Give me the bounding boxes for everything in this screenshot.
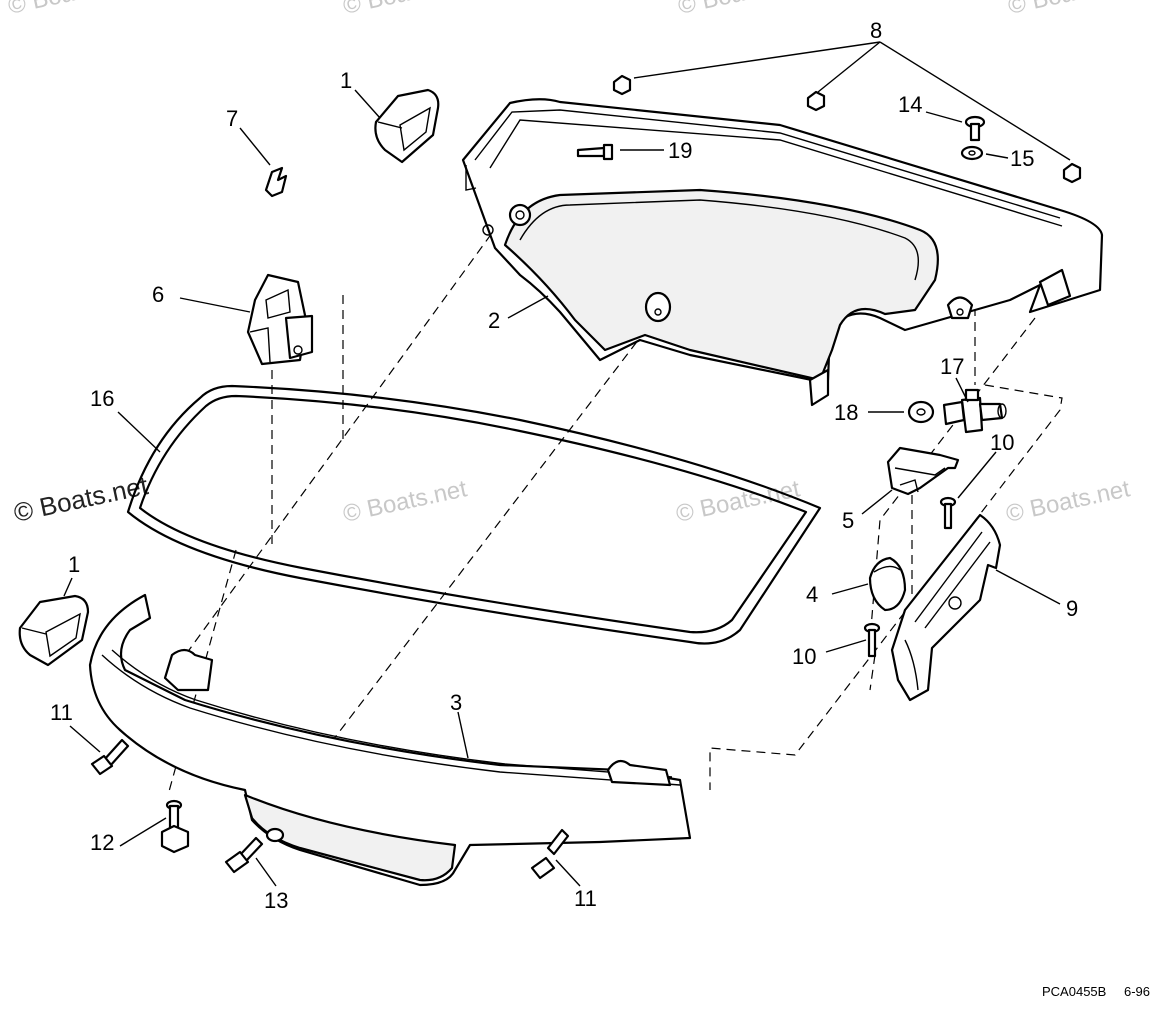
- screws-part-11: [90, 738, 570, 880]
- leader-lines: [63, 41, 1071, 887]
- callout-16: 14: [898, 92, 922, 117]
- watermark-top-1: © Boa: [6, 0, 78, 20]
- lower-cowl-part-3: [88, 593, 692, 887]
- drawing-code: PCA0455B: [1042, 984, 1106, 999]
- callout-18: 18: [834, 400, 858, 425]
- callout-4: 4: [806, 582, 818, 607]
- stud-part-14: [160, 799, 190, 854]
- fitting-part-15: [942, 388, 1007, 434]
- watermark-top-3: © Boa: [676, 0, 748, 20]
- watermark-top-4: © Boa: [1006, 0, 1078, 20]
- callout-19: 19: [668, 138, 692, 163]
- callout-6: 6: [152, 282, 164, 307]
- callout-15: 17: [940, 354, 964, 379]
- callout-1-upper: 1: [340, 68, 352, 93]
- screw-part-16: [964, 115, 986, 142]
- side-bracket-part-9: [890, 513, 1002, 702]
- callout-10-lower: 10: [792, 644, 816, 669]
- watermark-mid-2: © Boats.net: [674, 475, 803, 528]
- callout-11-left: 11: [50, 700, 73, 725]
- callout-8: 8: [870, 18, 882, 43]
- callout-9: 9: [1066, 596, 1078, 621]
- watermark-top-2: © Boa: [341, 0, 413, 20]
- watermark-mid-3: © Boats.net: [1004, 475, 1133, 528]
- callout-17: 15: [1010, 146, 1034, 171]
- grommet-part-18: [907, 400, 935, 424]
- screw-part-12: [224, 836, 264, 874]
- callout-14: 12: [90, 830, 114, 855]
- watermark-mid-1: © Boats.net: [341, 475, 470, 528]
- nuts-part-8: [612, 74, 1082, 184]
- clip-part-7: [264, 166, 288, 198]
- watermark-main: © Boats.net: [11, 470, 151, 528]
- callout-1-lower: 1: [68, 552, 80, 577]
- callout-12: 13: [264, 888, 288, 913]
- callout-11-right: 11: [574, 886, 597, 911]
- screws-part-10: [863, 496, 957, 658]
- callout-10-upper: 10: [990, 430, 1014, 455]
- callout-3: 3: [450, 690, 462, 715]
- washer-part-17: [960, 145, 984, 161]
- screw-part-19: [576, 143, 614, 161]
- callouts: 8 1 7 14 19 15 6 2 17 16 18 10 5 1 4 9 1…: [50, 18, 1078, 913]
- callout-7: 7: [226, 106, 238, 131]
- callout-2: 2: [488, 308, 500, 333]
- cap-part-4: [868, 556, 907, 612]
- bumper-part-1-upper: [374, 88, 440, 164]
- seal-gasket-part-13: [126, 384, 822, 645]
- bumper-part-1-lower: [18, 594, 90, 667]
- bracket-part-5: [886, 446, 960, 496]
- upper-cowl-part-2: [461, 98, 1104, 407]
- callout-13: 16: [90, 386, 114, 411]
- latch-bracket-part-6: [246, 273, 314, 366]
- callout-5: 5: [842, 508, 854, 533]
- drawing-date: 6-96: [1124, 984, 1150, 999]
